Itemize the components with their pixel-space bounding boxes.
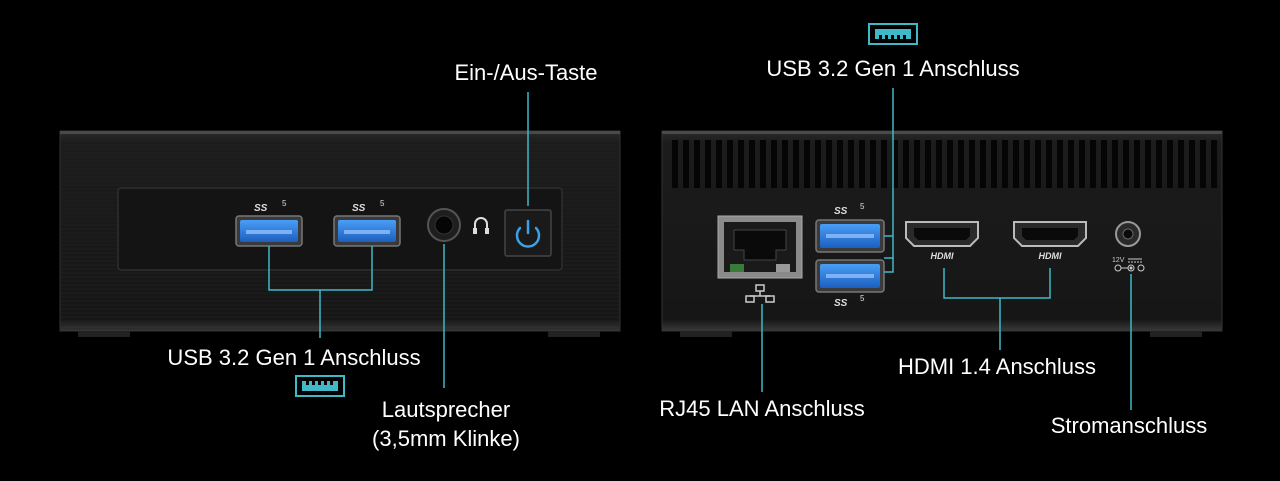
vent-slot [1068,140,1074,188]
superspeed-logo: SS [834,206,848,217]
hdmi-label: HDMI 1.4 Anschluss [897,354,1097,379]
superspeed-logo: SS [834,298,848,309]
vent-slot [727,140,733,188]
vent-slot [881,140,887,188]
vent-slot [716,140,722,188]
superspeed-logo: SS [254,203,268,214]
dc-power-jack[interactable] [1115,221,1141,247]
vent-slot [1123,140,1129,188]
vent-slot [925,140,931,188]
vent-slot [1079,140,1085,188]
vent-slot [782,140,788,188]
vent-slot [683,140,689,188]
vent-slot [1101,140,1107,188]
rear-foot-right [1150,331,1202,337]
front-usb-port-2[interactable]: SS 5 [333,199,401,247]
vent-slot [947,140,953,188]
vent-slot [837,140,843,188]
vent-slot [1024,140,1030,188]
front-usb-label: USB 3.2 Gen 1 Anschluss [167,345,421,370]
vent-slot [980,140,986,188]
speaker-label-line1: Lautsprecher [381,397,511,422]
vent-slot [903,140,909,188]
vent-slot [991,140,997,188]
usb-icon [295,375,345,397]
rj45-port[interactable] [717,215,803,279]
rear-usb-label: USB 3.2 Gen 1 Anschluss [766,56,1020,81]
dc-voltage-label: 12V [1112,257,1125,264]
front-foot-right [548,331,600,337]
vent-slot [1013,140,1019,188]
power-icon [515,219,541,248]
rear-usb-port-1[interactable]: SS 5 [815,202,885,253]
vent-slot [1134,140,1140,188]
vent-slot [1156,140,1162,188]
vent-slot [1189,140,1195,188]
dc-polarity-icon [1114,258,1145,272]
vent-slot [738,140,744,188]
vent-slot [958,140,964,188]
hdmi-logo: HDMI [1039,251,1062,261]
vent-slot [936,140,942,188]
rear-usb-port-2[interactable]: SS 5 [815,259,885,309]
rear-unit: SS 5 SS 5 HDMI HDMI [661,130,1223,337]
vent-slot [870,140,876,188]
vent-slot [1002,140,1008,188]
hdmi-logo: HDMI [931,251,954,261]
vent-slot [793,140,799,188]
superspeed-gen-label: 5 [860,202,865,211]
lan-label: RJ45 LAN Anschluss [659,396,865,421]
power-button-label: Ein-/Aus-Taste [454,60,598,85]
vent-slot [694,140,700,188]
usb-icon [868,23,918,45]
callout-lines [268,88,1132,410]
vent-slot [969,140,975,188]
vent-slot [771,140,777,188]
vent-slot [914,140,920,188]
vent-slot [1145,140,1151,188]
vent-slot [815,140,821,188]
headphone-icon [473,217,489,234]
superspeed-gen-label: 5 [860,294,865,303]
vent-slot [705,140,711,188]
front-unit: SS 5 SS 5 [59,130,621,337]
vent-slot [1057,140,1063,188]
superspeed-logo: SS [352,203,366,214]
network-icon [745,284,775,303]
vent-slot [1211,140,1217,188]
vent-slot [804,140,810,188]
audio-jack[interactable] [427,208,461,242]
superspeed-gen-label: 5 [380,199,385,208]
vent-slot [1178,140,1184,188]
vent-slot [1167,140,1173,188]
superspeed-gen-label: 5 [282,199,287,208]
vent-slot [1112,140,1118,188]
speaker-label-line2: (3,5mm Klinke) [372,426,520,451]
vent-slot [848,140,854,188]
vent-slot [672,140,678,188]
vent-slot [760,140,766,188]
vent-grille [672,140,1217,188]
hdmi-port-1[interactable]: HDMI [905,221,979,261]
power-jack-label: Stromanschluss [1050,413,1208,438]
rear-foot-left [680,331,732,337]
vent-slot [1090,140,1096,188]
vent-slot [1035,140,1041,188]
power-button[interactable] [504,209,552,257]
vent-slot [1200,140,1206,188]
front-foot-left [78,331,130,337]
vent-slot [749,140,755,188]
vent-slot [859,140,865,188]
vent-slot [892,140,898,188]
vent-slot [826,140,832,188]
vent-slot [1046,140,1052,188]
hdmi-port-2[interactable]: HDMI [1013,221,1087,261]
